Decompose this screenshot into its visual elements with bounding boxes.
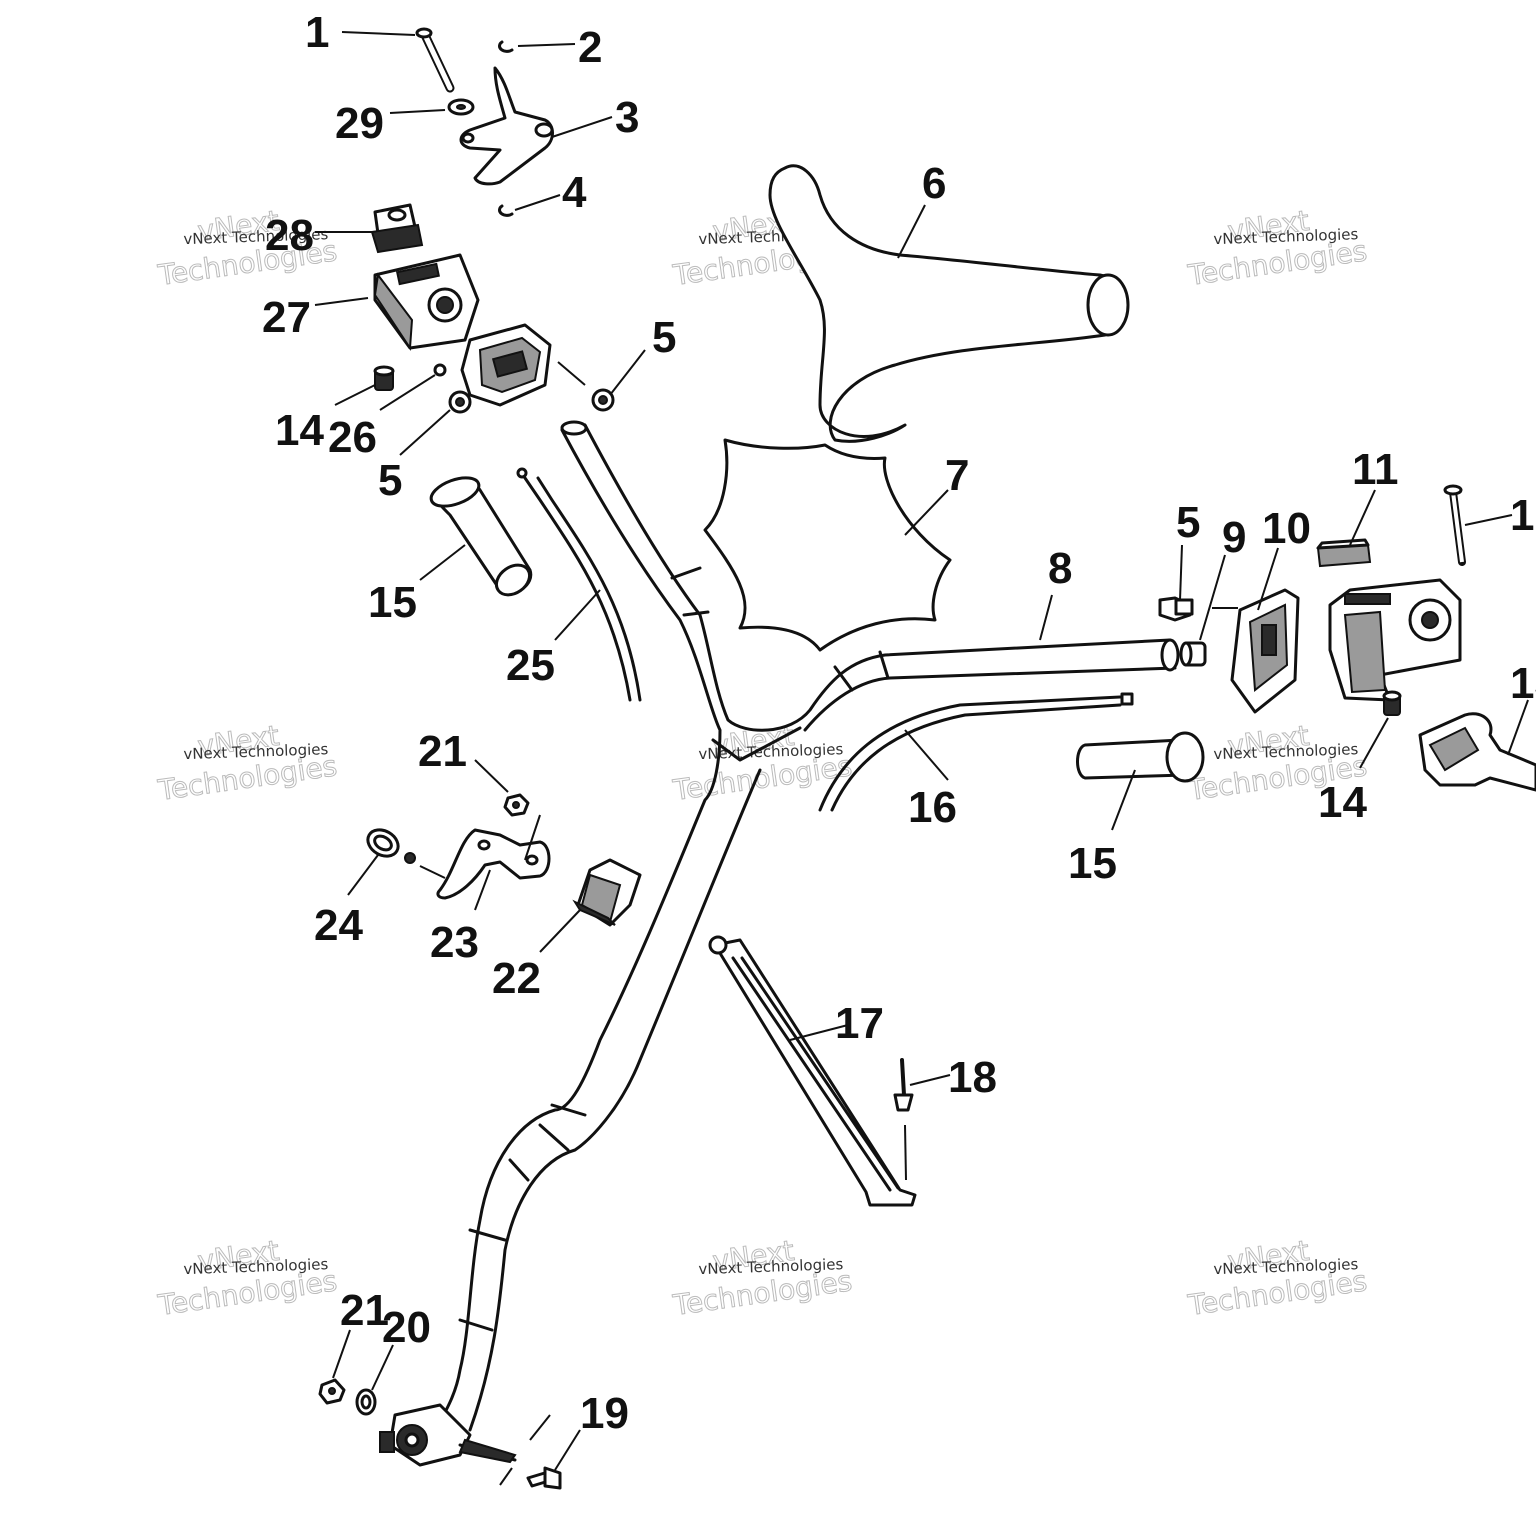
- watermark-small: vNext Technologies: [183, 225, 329, 248]
- part-19-bolt: [526, 1466, 562, 1490]
- part-2-clip: [498, 40, 514, 53]
- callout-2: 2: [578, 23, 602, 72]
- part-29-washer: [447, 98, 475, 116]
- part-14-cap-right: [1382, 690, 1402, 716]
- callout-29: 29: [335, 99, 384, 148]
- callout-21-upper: 21: [418, 727, 467, 776]
- callout-24: 24: [314, 901, 363, 950]
- callout-9: 9: [1222, 513, 1246, 562]
- part-21-nut-lower: [318, 1378, 346, 1405]
- part-master-cylinder-cover: [460, 323, 552, 407]
- part-18-rivet: [893, 1058, 914, 1112]
- part-5-screw-b: [591, 388, 615, 412]
- watermark-small: vNext Technologies: [1213, 225, 1359, 248]
- callout-8: 8: [1048, 544, 1072, 593]
- part-7-pad-cover: [703, 438, 952, 652]
- part-16-cable: [818, 692, 1134, 812]
- callout-20: 20: [382, 1303, 431, 1352]
- callout-11: 11: [1352, 445, 1399, 494]
- callout-26: 26: [328, 413, 377, 462]
- callout-23: 23: [430, 918, 479, 967]
- callout-10: 10: [1262, 504, 1311, 553]
- callout-15-right: 15: [1068, 839, 1117, 888]
- part-5-screw-a: [448, 390, 472, 414]
- part-4-clip: [498, 204, 514, 217]
- bolt-alignment-line: [529, 1414, 551, 1441]
- part-21-nut: [503, 793, 530, 817]
- callout-19: 19: [580, 1389, 629, 1438]
- part-11-block: [1316, 538, 1372, 568]
- callout-5-upper: 5: [652, 313, 676, 362]
- pad-end-opening: [1086, 273, 1130, 337]
- part-8-handlebar: [428, 420, 1180, 1442]
- watermark-small: vNext Technologies: [1213, 1255, 1359, 1278]
- callout-16: 16: [908, 783, 957, 832]
- callout-17: 17: [835, 999, 884, 1048]
- callout-28: 28: [265, 211, 314, 260]
- part-3-lever-bracket: [459, 66, 554, 186]
- callout-5-right: 5: [1176, 498, 1200, 547]
- watermark-small: vNext Technologies: [183, 740, 329, 763]
- part-6-handlebar-pad: [768, 164, 1127, 443]
- callout-3: 3: [615, 93, 639, 142]
- part-17-strap: [708, 935, 917, 1207]
- callout-5-left: 5: [378, 456, 402, 505]
- part-22-mount-block: [572, 858, 642, 927]
- part-26-o-ring: [433, 363, 447, 377]
- part-25-cable: [516, 467, 642, 702]
- part-15-right-grip: [1076, 731, 1205, 783]
- bolt-alignment-line: [499, 1467, 513, 1486]
- callout-14-right: 14: [1318, 778, 1367, 827]
- callout-18: 18: [948, 1053, 997, 1102]
- callout-25: 25: [506, 641, 555, 690]
- callout-15-left: 15: [368, 578, 417, 627]
- part-9-bushing: [1179, 641, 1207, 667]
- callout-1: 1: [305, 8, 329, 57]
- part-20-washer: [355, 1388, 377, 1416]
- callout-4: 4: [562, 168, 587, 217]
- callout-22: 22: [492, 954, 541, 1003]
- part-right-switch-housing: [1328, 578, 1462, 702]
- part-5-screw-right: [1158, 596, 1194, 622]
- part-27-switch-housing: [373, 253, 480, 352]
- part-handlebar-mount: [379, 1403, 517, 1467]
- watermark-small: vNext Technologies: [183, 1255, 329, 1278]
- callout-13: 13: [1510, 659, 1536, 708]
- callout-7: 7: [945, 451, 969, 500]
- part-10-throttle-housing: [1230, 588, 1300, 714]
- watermark-small: vNext Technologies: [1213, 740, 1359, 763]
- callout-27: 27: [262, 293, 311, 342]
- part-14-cap: [373, 365, 395, 391]
- callout-labels: 1 2 3 29 4 28 27 6 5 14 26 5 7 15 25 8 5…: [262, 8, 1536, 1438]
- callout-6: 6: [922, 159, 946, 208]
- callout-21-lower: 21: [340, 1286, 389, 1335]
- part-28-rubber-boot: [370, 203, 424, 254]
- callout-14-left: 14: [275, 406, 324, 455]
- leader-lines: [314, 31, 1529, 1471]
- part-24-clamp: [366, 828, 416, 864]
- part-12-bolt: [1443, 484, 1466, 566]
- rivet-alignment-line: [904, 1124, 907, 1181]
- part-13-lever: [1418, 712, 1536, 792]
- part-23-bracket: [436, 828, 551, 900]
- part-15-left-grip: [429, 476, 533, 597]
- callout-12: 12: [1510, 491, 1536, 540]
- part-1-pin: [415, 27, 455, 93]
- watermark-small: vNext Technologies: [698, 1255, 844, 1278]
